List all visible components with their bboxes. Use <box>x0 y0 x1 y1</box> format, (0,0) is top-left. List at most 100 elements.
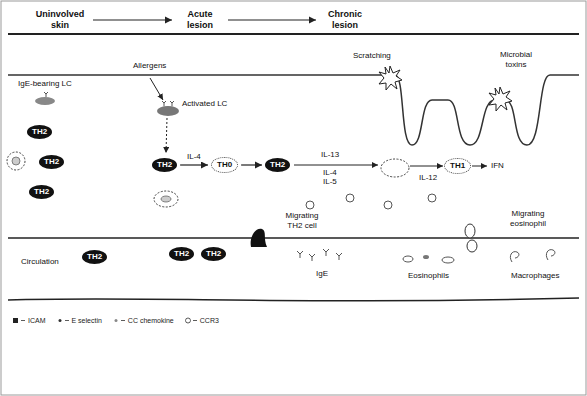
text-label: IL-4 <box>323 168 337 178</box>
il12-arrow <box>410 166 443 167</box>
epidermis-line <box>8 75 579 145</box>
th2-cell: TH2 <box>27 125 52 139</box>
th2-cell: TH2 <box>169 247 194 261</box>
legend-dash <box>193 320 197 321</box>
stage-heading: Acute lesion <box>175 9 225 31</box>
legend-text: ICAM <box>28 316 46 325</box>
eosinophil-cell <box>346 194 354 202</box>
legend-sample-box <box>184 316 198 325</box>
node-text: TH2 <box>87 252 102 262</box>
antigen-cell <box>7 152 25 170</box>
migrating-th2-cell <box>251 229 267 247</box>
edge-arrow <box>93 19 172 20</box>
legend-item: E selectin <box>56 316 102 325</box>
vessel-wall <box>8 237 579 239</box>
legend-dash <box>65 320 69 321</box>
legend: ICAM E selectin CC chemokine CCR3 <box>12 316 219 325</box>
text-label: IL-12 <box>419 173 437 183</box>
toxin-burst <box>489 87 512 111</box>
th1-cell: TH1 <box>444 158 471 174</box>
text-label: Activated LC <box>182 99 227 109</box>
scratch-burst <box>379 66 402 90</box>
text-label: Macrophages <box>511 271 559 281</box>
th2-cell: TH2 <box>29 185 54 199</box>
macrophage-cell <box>381 159 409 177</box>
stage-heading: Chronic lesion <box>319 9 371 31</box>
th2-cell: TH2 <box>265 158 290 172</box>
presentation-arrow <box>166 118 167 153</box>
ige-mark <box>44 92 48 97</box>
text-label: IL-5 <box>323 177 337 187</box>
node-text: TH2 <box>157 160 172 170</box>
text-label: Migrating TH2 cell <box>277 211 327 231</box>
legend-sample <box>185 318 190 323</box>
langerhans-cell <box>35 97 55 105</box>
legend-text: CCR3 <box>200 316 219 325</box>
legend-sample <box>114 319 117 322</box>
legend-sample <box>58 319 61 322</box>
node-text: TH2 <box>44 157 59 167</box>
antigen-cell-nucleus <box>161 196 171 202</box>
cytokine-arrow <box>294 165 378 166</box>
eosinophil-cell <box>428 194 436 202</box>
activated-langerhans-cell <box>157 106 179 116</box>
node-text: Chronic lesion <box>321 9 369 31</box>
th2-cell: TH2 <box>152 158 177 172</box>
text-label: IFN <box>491 161 504 171</box>
legend-dash <box>21 320 25 321</box>
macrophage-cell <box>546 250 555 260</box>
stage-heading: Uninvolved skin <box>30 9 90 31</box>
legend-sample-box <box>56 316 70 325</box>
legend-sample-box <box>112 316 126 325</box>
legend-item: CC chemokine <box>112 316 174 325</box>
node-text: TH2 <box>32 127 47 137</box>
ige-mark <box>162 101 174 106</box>
node-text: TH0 <box>217 160 232 170</box>
node-text: TH2 <box>174 249 189 259</box>
legend-item: ICAM <box>12 316 46 325</box>
eosinophil-cell <box>306 201 314 209</box>
eosinophil-cell <box>423 255 429 259</box>
node-text: TH2 <box>34 187 49 197</box>
text-label: IgE-bearing LC <box>18 79 72 89</box>
th2-cell: TH2 <box>82 250 107 264</box>
text-label: Allergens <box>133 61 166 71</box>
legend-text: CC chemokine <box>128 316 174 325</box>
text-label: IL-13 <box>321 150 339 160</box>
text-label: Circulation <box>21 257 59 267</box>
macrophage-cell <box>510 252 519 262</box>
ige-antibody <box>297 249 342 261</box>
legend-sample-box <box>12 316 26 325</box>
text-label: IgE <box>316 269 328 279</box>
eosinophil-cell <box>442 257 454 263</box>
eosinophil-cell <box>384 201 392 209</box>
text-label: Microbial toxins <box>491 50 541 70</box>
ifn-arrow <box>472 166 487 167</box>
allergen-arrow <box>150 78 163 100</box>
eosinophil-cell <box>403 256 413 262</box>
legend-item: CCR3 <box>184 316 219 325</box>
node-text: TH2 <box>270 160 285 170</box>
antigen-cell-nucleus <box>12 157 20 165</box>
migrating-eosinophil-cell <box>465 224 475 238</box>
skin-top-line <box>8 33 579 35</box>
text-label: Migrating eosinophil <box>500 209 556 229</box>
edge-label: IL-4 <box>186 152 202 162</box>
th2-cell: TH2 <box>201 247 226 261</box>
edge-arrow <box>180 164 208 165</box>
th2-cell: TH2 <box>39 155 64 169</box>
node-text: Uninvolved skin <box>32 9 88 31</box>
legend-text: E selectin <box>72 316 102 325</box>
migrating-eosinophil-cell <box>467 240 477 252</box>
edge-arrow <box>241 164 262 165</box>
th0-cell: TH0 <box>211 157 238 173</box>
edge-arrow <box>228 19 316 20</box>
text-label: Scratching <box>353 51 391 61</box>
node-text: TH2 <box>206 249 221 259</box>
vessel-wall <box>8 298 579 301</box>
node-text: TH1 <box>450 161 465 171</box>
text-label: Eosinophils <box>408 271 449 281</box>
